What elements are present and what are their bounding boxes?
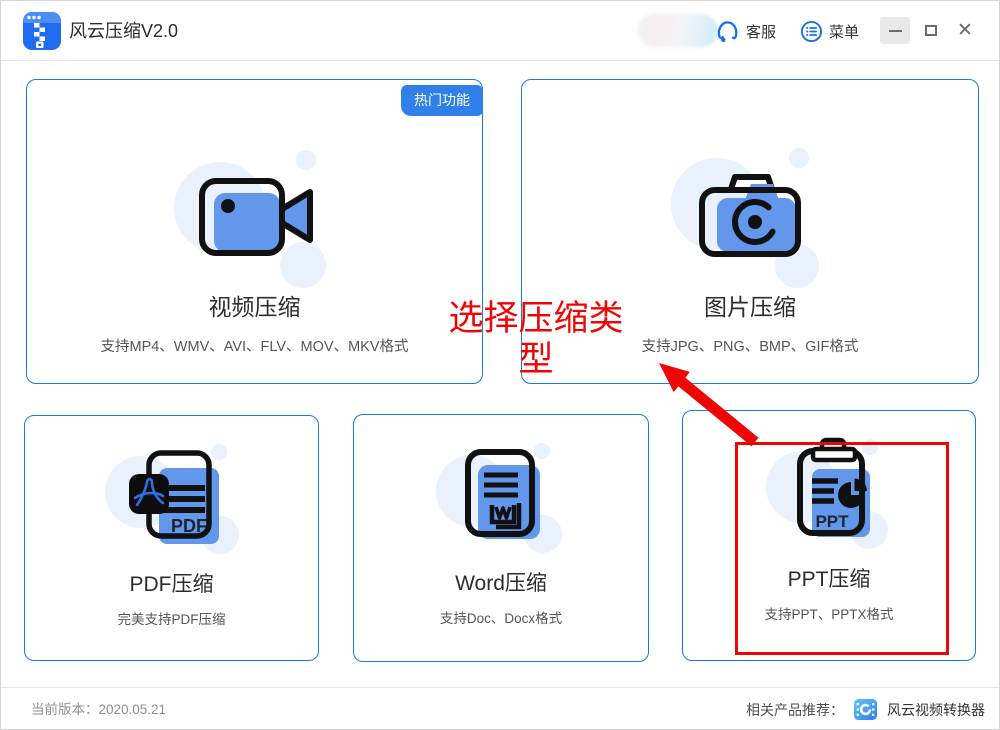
video-icon-area — [170, 142, 340, 288]
headset-icon — [717, 20, 738, 42]
version-text: 当前版本：2020.05.21 — [31, 688, 167, 729]
card-subtitle: 完美支持PDF压缩 — [117, 612, 226, 627]
card-subtitle: 支持Doc、Docx格式 — [439, 611, 563, 626]
card-subtitle: 支持PPT、PPTX格式 — [764, 607, 894, 622]
status-bar: 当前版本：2020.05.21 相关产品推荐： 风云视频转换器 — [1, 687, 999, 729]
bubble-decoration — [295, 150, 316, 170]
minimize-button[interactable] — [880, 17, 910, 44]
version-value: 2020.05.21 — [98, 702, 167, 717]
card-title: Word压缩 — [455, 572, 547, 595]
bubble-decoration — [210, 444, 227, 460]
ppt-icon-area: PPT — [754, 437, 904, 549]
app-title: 风云压缩V2.0 — [69, 21, 179, 41]
card-subtitle: 支持MP4、WMV、AVI、FLV、MOV、MKV格式 — [100, 339, 409, 355]
title-bar: 风云压缩V2.0 客服 菜单 ✕ — [1, 1, 999, 61]
app-logo-icon — [23, 12, 61, 50]
word-icon-area — [426, 441, 576, 553]
card-subtitle: 支持JPG、PNG、BMP、GIF格式 — [641, 339, 859, 355]
account-area[interactable] — [638, 14, 718, 47]
bubble-decoration — [279, 242, 326, 288]
card-word-compress[interactable]: Word压缩 支持Doc、Docx格式 — [353, 414, 649, 662]
card-title: PDF压缩 — [129, 573, 214, 596]
card-pdf-compress[interactable]: PDF PDF压缩 完美支持PDF压缩 — [24, 415, 319, 661]
maximize-icon — [925, 25, 937, 36]
menu-button[interactable]: 菜单 — [800, 1, 859, 61]
camera-icon — [699, 174, 801, 257]
card-title: 视频压缩 — [208, 294, 301, 320]
card-ppt-compress[interactable]: PPT PPT压缩 支持PPT、PPTX格式 — [682, 410, 976, 661]
recommend-area: 相关产品推荐： 风云视频转换器 — [746, 688, 985, 729]
pdf-icon-label: PDF — [171, 516, 207, 536]
bubble-decoration — [789, 148, 809, 168]
bubble-decoration — [534, 443, 550, 459]
hot-feature-badge: 热门功能 — [401, 85, 483, 116]
ppt-icon-label: PPT — [815, 512, 849, 531]
version-label: 当前版本： — [31, 702, 99, 717]
card-image-compress[interactable]: 图片压缩 支持JPG、PNG、BMP、GIF格式 — [521, 79, 979, 384]
minimize-icon — [888, 29, 902, 32]
ppt-clipboard-icon: PPT — [797, 437, 870, 537]
customer-service-label: 客服 — [746, 23, 777, 41]
recommended-product-link[interactable]: 风云视频转换器 — [887, 701, 985, 718]
video-camera-icon — [198, 178, 313, 256]
video-converter-icon[interactable] — [854, 699, 877, 720]
pdf-document-icon: PDF — [128, 450, 219, 544]
close-icon: ✕ — [957, 20, 973, 41]
card-video-compress[interactable]: 热门功能 视频压缩 支持MP4、WMV、AVI、FLV、MOV、MKV格式 — [26, 79, 483, 384]
menu-label: 菜单 — [829, 23, 860, 41]
pdf-icon-area: PDF — [97, 442, 247, 554]
recommend-label: 相关产品推荐： — [746, 701, 844, 718]
image-icon-area — [665, 142, 835, 288]
word-document-icon — [465, 449, 540, 539]
menu-icon — [800, 20, 823, 42]
maximize-button[interactable] — [916, 17, 946, 44]
close-button[interactable]: ✕ — [950, 17, 980, 44]
card-title: 图片压缩 — [704, 294, 796, 320]
customer-service-button[interactable]: 客服 — [715, 1, 776, 61]
card-title: PPT压缩 — [787, 568, 871, 591]
